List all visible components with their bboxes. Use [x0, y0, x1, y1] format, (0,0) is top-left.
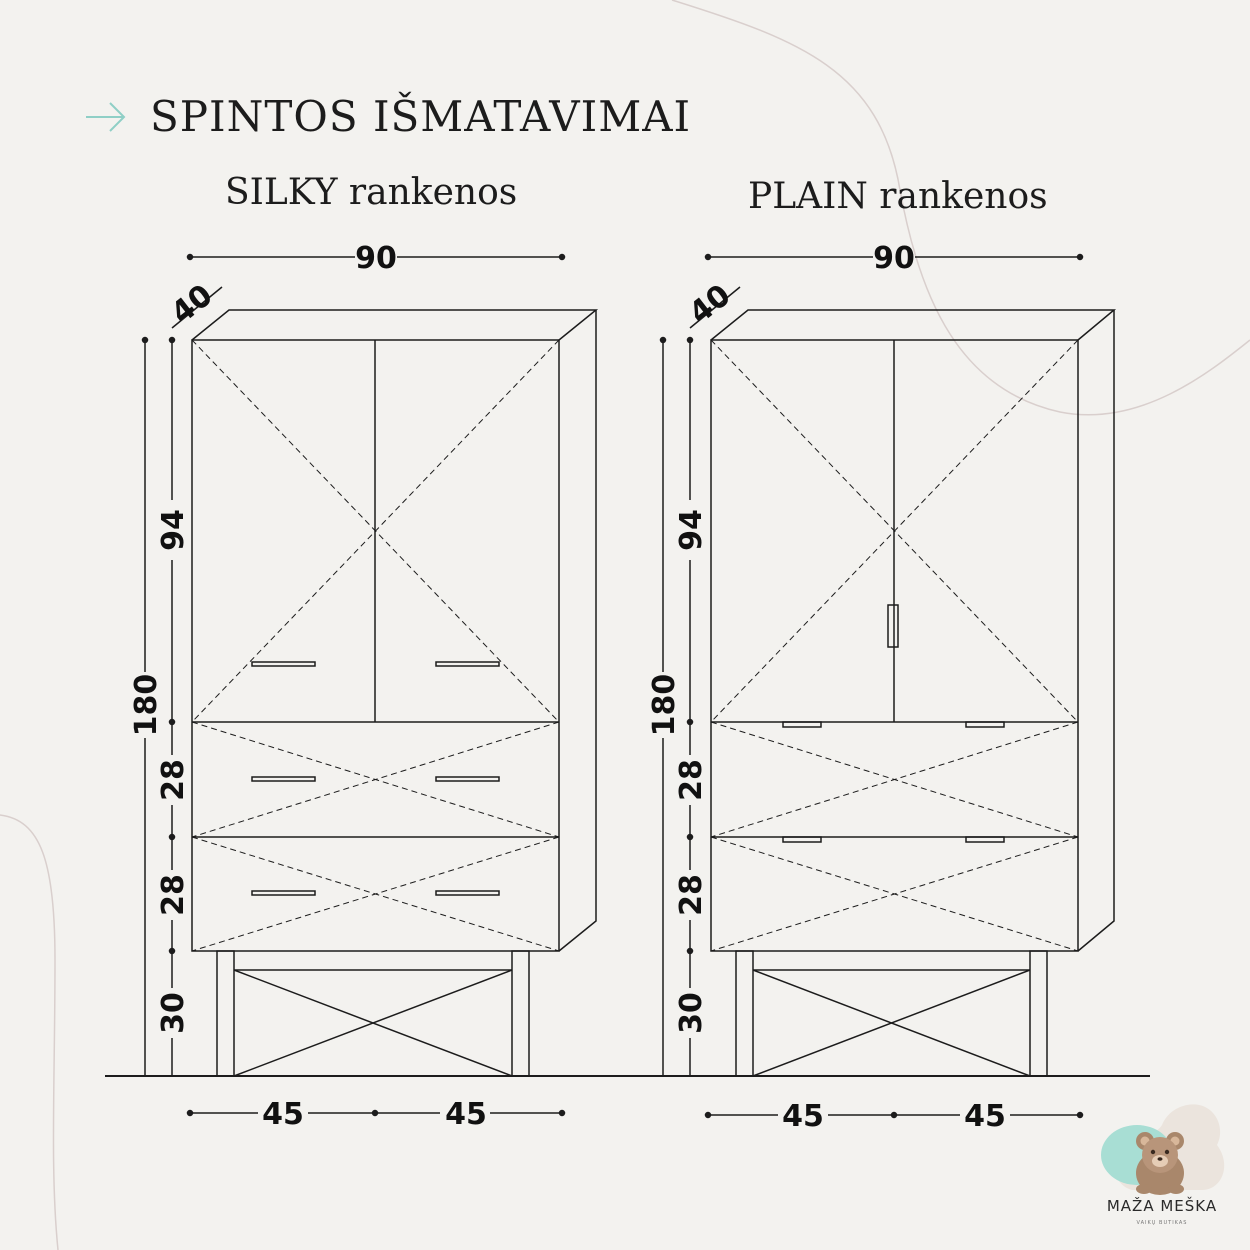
left-leg-right: [511, 950, 530, 1077]
left-dimension-lines: [141, 253, 566, 1117]
right-top-face: [710, 309, 1117, 341]
left-total-height-label: 180: [129, 674, 164, 737]
right-total-height-label: 180: [647, 674, 682, 737]
left-leg-left: [216, 950, 235, 1077]
brand-name: MAŽA MEŠKA: [1106, 1197, 1218, 1215]
brand-tagline: VAIKŲ BUTIKAS: [1136, 1220, 1188, 1226]
left-drawer2-label: 28: [156, 874, 191, 916]
right-half-right-label: 45: [964, 1099, 1006, 1134]
header: SPINTOS IŠMATAVIMAI: [84, 92, 691, 141]
right-drawer1-label: 28: [674, 759, 709, 801]
right-wardrobe: [710, 309, 1117, 1077]
right-upper-label: 94: [674, 509, 709, 551]
left-curve: [0, 814, 59, 1250]
left-legs-label: 30: [156, 992, 191, 1034]
right-legs-label: 30: [674, 992, 709, 1034]
left-subtitle: SILKY rankenos: [225, 172, 518, 213]
left-handles: [251, 661, 500, 896]
right-half-left-label: 45: [782, 1099, 824, 1134]
left-width-label: 90: [355, 241, 397, 276]
left-side-face: [558, 310, 597, 952]
left-depth-label: 40: [165, 278, 219, 331]
right-leg-left: [735, 950, 754, 1077]
right-depth-label: 40: [683, 278, 737, 331]
left-drawer1-label: 28: [156, 759, 191, 801]
left-half-right-label: 45: [445, 1097, 487, 1132]
left-half-left-label: 45: [262, 1097, 304, 1132]
right-subtitle: PLAIN rankenos: [748, 176, 1048, 217]
bear-icon: [1101, 1104, 1225, 1195]
left-top-face: [191, 309, 599, 341]
left-wardrobe: [191, 309, 599, 1077]
right-side-face: [1077, 310, 1115, 952]
page-title: SPINTOS IŠMATAVIMAI: [150, 92, 692, 141]
right-drawer2-label: 28: [674, 874, 709, 916]
top-right-curve: [671, 0, 1250, 416]
left-upper-label: 94: [156, 509, 191, 551]
right-width-label: 90: [873, 241, 915, 276]
right-leg-right: [1029, 950, 1048, 1077]
arrow-right-icon: [86, 101, 126, 132]
right-dimension-lines: [659, 253, 1084, 1119]
right-handles: [782, 604, 1005, 843]
